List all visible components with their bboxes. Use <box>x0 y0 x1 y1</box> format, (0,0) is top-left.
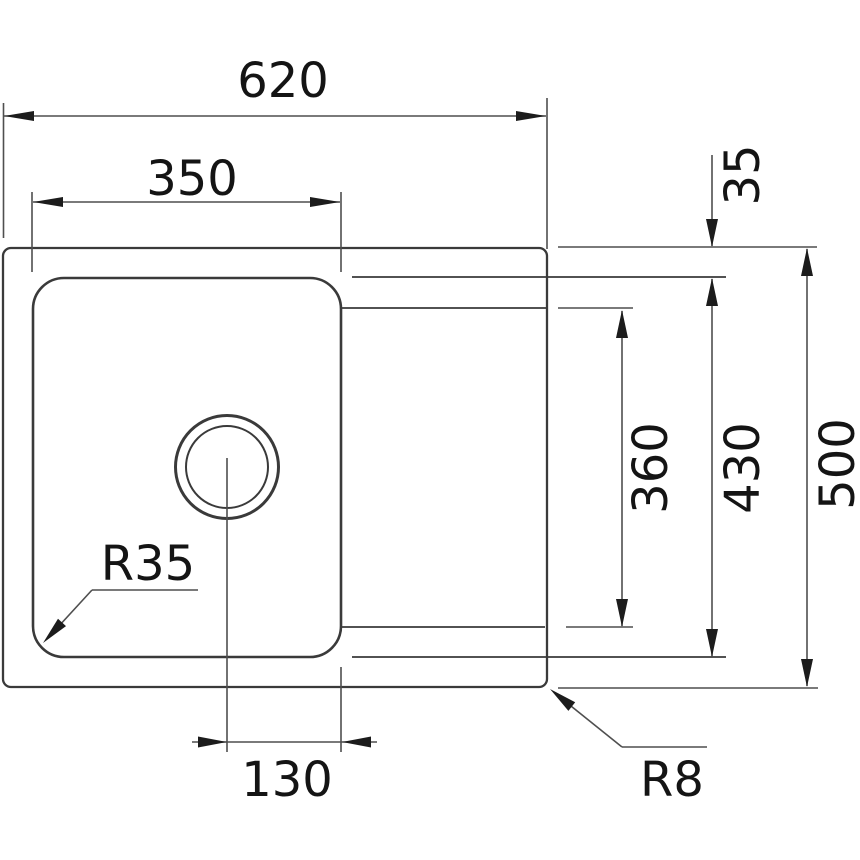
dimension-label: 35 <box>715 144 771 205</box>
sink-outer-edge <box>1 246 549 689</box>
dimension-width-overall: 620 <box>2 53 548 249</box>
drain <box>174 414 280 752</box>
bowl-edge <box>31 276 343 659</box>
callout-outer-radius: R8 <box>550 689 707 808</box>
dimension-height-overall: 500 <box>558 246 860 689</box>
radius-label: R35 <box>101 536 195 592</box>
arrowhead-right-icon <box>198 736 227 748</box>
dimension-label: 430 <box>715 422 771 514</box>
dimension-drainer-height: 360 <box>558 307 679 628</box>
callout-bowl-radius: R35 <box>43 536 198 643</box>
arrowhead-leader-icon <box>43 618 66 643</box>
arrowhead-leader-icon <box>550 689 576 711</box>
arrowhead-up-icon <box>801 248 813 276</box>
arrowhead-left-icon <box>342 736 371 748</box>
arrowhead-right-icon <box>310 197 340 207</box>
dimension-label: 620 <box>237 53 329 109</box>
dimension-rim-offset: 35 <box>706 144 771 247</box>
dimension-label: 500 <box>810 418 860 510</box>
arrowhead-down-icon <box>706 219 718 247</box>
dimension-drain-offset: 130 <box>192 667 377 808</box>
dimension-label: 130 <box>241 752 333 808</box>
dimension-bowl-width: 350 <box>31 151 342 272</box>
arrowhead-down-icon <box>801 659 813 687</box>
arrowhead-down-icon <box>706 629 718 657</box>
radius-label: R8 <box>640 752 704 808</box>
arrowhead-left-icon <box>4 111 34 121</box>
arrowhead-left-icon <box>33 197 63 207</box>
arrowhead-up-icon <box>616 310 628 338</box>
dimension-label: 360 <box>623 422 679 514</box>
arrowhead-down-icon <box>616 599 628 627</box>
arrowhead-right-icon <box>516 111 546 121</box>
dimension-label: 350 <box>146 151 238 207</box>
dimension-inner-height: 430 <box>706 278 771 657</box>
sink-outline <box>1 246 726 689</box>
arrowhead-up-icon <box>706 278 718 306</box>
